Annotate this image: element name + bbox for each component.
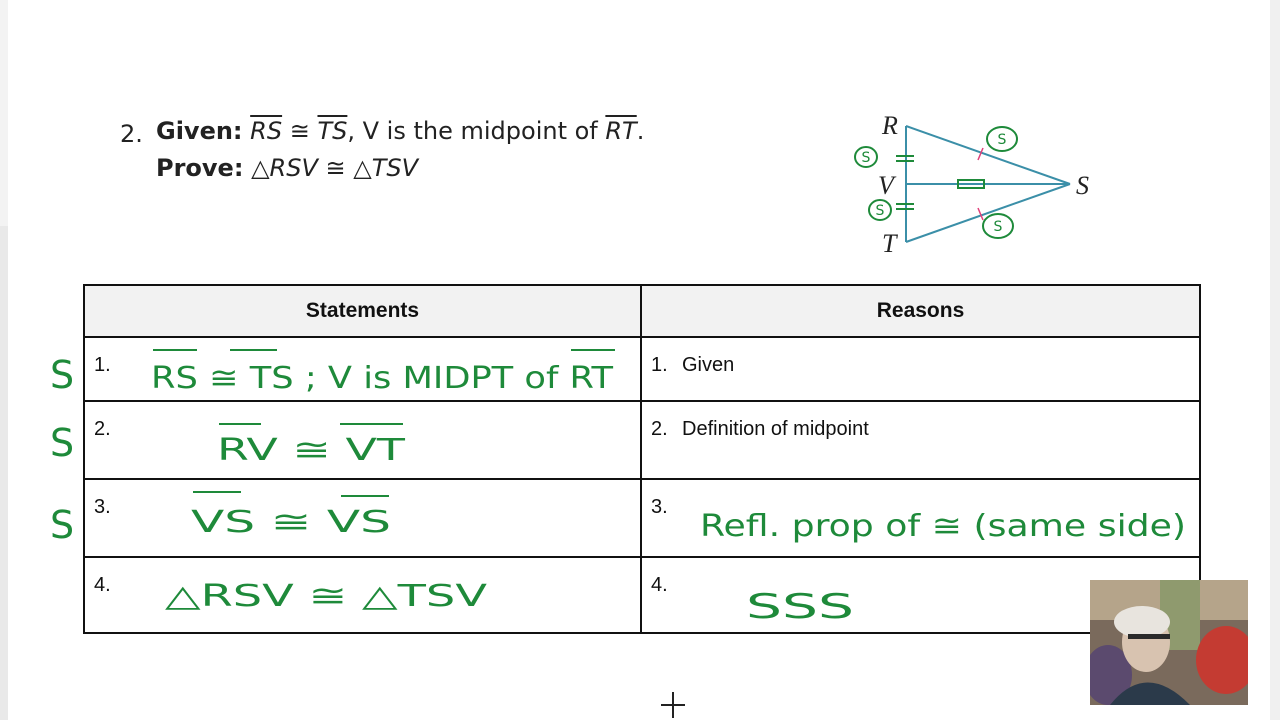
annotation-circle-left-bottom <box>868 199 892 221</box>
side-ts <box>905 183 1071 243</box>
reason-text: Refl. prop of ≅ (same side) <box>700 509 1186 544</box>
given-midpoint-text: , V is the midpoint of <box>347 117 606 145</box>
annotation-s-2: S <box>876 203 885 219</box>
cursor-icon <box>661 692 685 718</box>
statement-cell: 2. RV ≅ VT <box>83 400 642 480</box>
statement-number: 2. <box>94 418 111 440</box>
vs-mark <box>957 179 985 189</box>
annotation-circle-top-right <box>986 126 1018 152</box>
left-gutter <box>0 226 8 720</box>
statement-cell: 3. VS ≅ VS <box>83 478 642 558</box>
statement-number: 3. <box>94 496 111 518</box>
scrollbar-track[interactable] <box>1270 0 1280 720</box>
reason-cell: 1. Given <box>640 336 1201 402</box>
reason-number: 2. <box>651 418 668 440</box>
side-rs <box>905 125 1071 185</box>
given-line: Given: RS ≅ TS, V is the midpoint of RT. <box>156 117 644 145</box>
margin-s-1: S <box>50 353 74 397</box>
statement-text: VS ≅ VS <box>191 505 391 540</box>
annotation-s-3: S <box>998 132 1007 148</box>
problem-number: 2. <box>120 120 143 148</box>
tick-marks <box>977 147 984 221</box>
handwritten-statement: △RSV ≅ △TSV <box>165 579 488 614</box>
triangle-lines <box>905 125 1071 243</box>
table-row: 3. VS ≅ VS 3. Refl. prop of ≅ (same side… <box>83 478 1201 558</box>
triangle-diagram: R V T S S S S S <box>854 111 1089 258</box>
handwritten-statement: VS ≅ VS <box>191 491 391 540</box>
annotation-circle-left-top <box>854 146 878 168</box>
presenter-video <box>1090 580 1248 705</box>
annotation-circle-bottom-right <box>982 213 1014 239</box>
prove-line: Prove: △RSV ≅ △TSV <box>156 154 418 182</box>
vertex-label-s: S <box>1076 171 1089 200</box>
prove-statement: △RSV ≅ △TSV <box>251 154 418 182</box>
table-row: 1. RS ≅ TS ; V is MIDPT of RT 1. Given <box>83 336 1201 402</box>
given-label: Given: <box>156 117 243 145</box>
reason-text: Given <box>682 354 735 376</box>
congruent-symbol: ≅ <box>282 117 318 145</box>
statement-cell: 1. RS ≅ TS ; V is MIDPT of RT <box>83 336 642 402</box>
tick-rs <box>977 147 984 161</box>
webcam-overlay <box>1090 580 1248 705</box>
reason-text: SSS <box>746 587 854 627</box>
statement-number: 1. <box>94 354 111 376</box>
reason-cell: 3. Refl. prop of ≅ (same side) <box>640 478 1201 558</box>
margin-s-2: S <box>50 421 74 465</box>
annotation-s-4: S <box>994 219 1003 235</box>
handwritten-statement: RS ≅ TS ; V is MIDPT of RT <box>151 349 615 396</box>
statement-text: RS ≅ TS ; V is MIDPT of RT <box>151 361 614 396</box>
statement-number: 4. <box>94 574 111 596</box>
margin-s-3: S <box>50 503 74 547</box>
prove-label: Prove: <box>156 154 244 182</box>
vertex-label-r: R <box>881 111 898 140</box>
statement-cell: 4. △RSV ≅ △TSV <box>83 556 642 634</box>
table-header-row: Statements Reasons <box>83 284 1201 338</box>
proof-table: Statements Reasons 1. RS ≅ TS ; V is MID… <box>83 284 1201 634</box>
handwritten-statement: RV ≅ VT <box>217 423 406 468</box>
table-row: 2. RV ≅ VT 2. Definition of midpoint <box>83 400 1201 480</box>
table-row: 4. △RSV ≅ △TSV 4. SSS <box>83 556 1201 634</box>
given-period: . <box>636 117 645 145</box>
reason-cell: 2. Definition of midpoint <box>640 400 1201 480</box>
statement-text: △RSV ≅ △TSV <box>165 579 488 614</box>
handwritten-reason: Refl. prop of ≅ (same side) <box>700 509 1186 544</box>
annotation-s-1: S <box>862 150 871 166</box>
segment-ts: TS <box>317 117 348 145</box>
vertex-label-v: V <box>878 171 897 200</box>
segment-rt: RT <box>605 117 637 145</box>
reason-number: 4. <box>651 574 668 596</box>
handwritten-reason: SSS <box>746 587 854 627</box>
margin-annotations: S S S <box>50 353 74 547</box>
vertex-label-t: T <box>882 229 898 258</box>
tick-ts <box>977 207 984 221</box>
reason-text: Definition of midpoint <box>682 418 869 440</box>
statement-text: RV ≅ VT <box>217 433 406 468</box>
segment-rs: RS <box>250 117 283 145</box>
statements-header: Statements <box>83 284 642 338</box>
reasons-header: Reasons <box>640 284 1201 338</box>
reason-number: 1. <box>651 354 668 376</box>
reason-number: 3. <box>651 496 668 518</box>
